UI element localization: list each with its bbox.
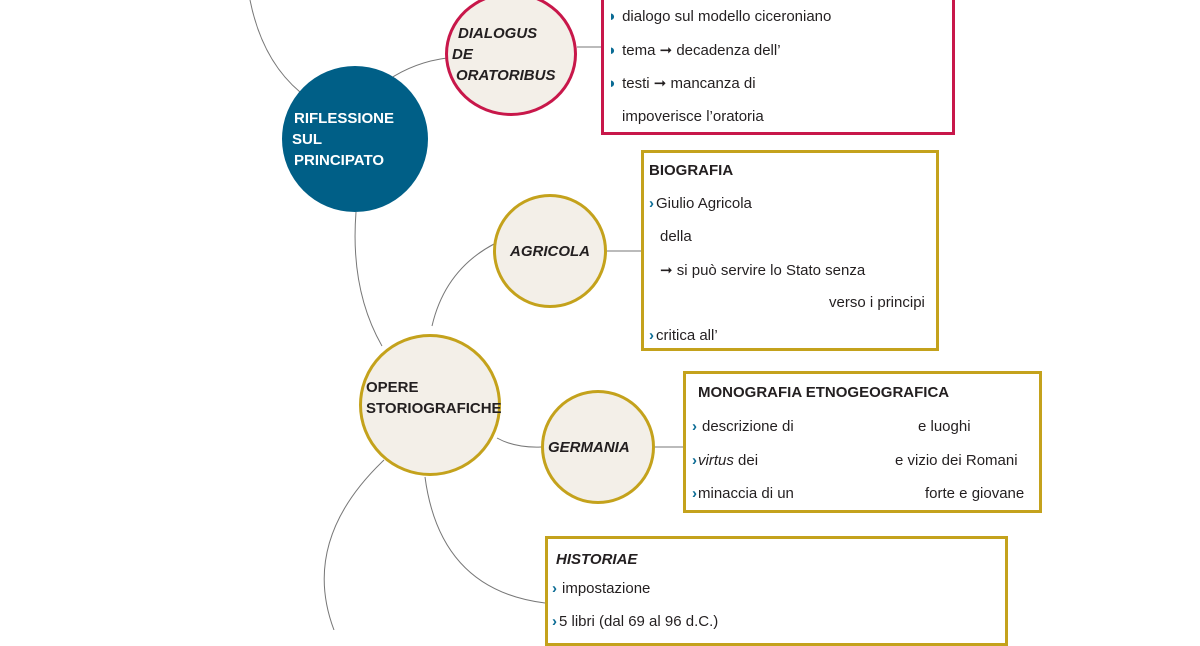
node-agricola[interactable]: AGRICOLA [493,194,607,308]
node-germania[interactable]: GERMANIA [541,390,655,504]
biografia-box: BIOGRAFIA ›Giulio Agricola della ➞ si pu… [641,150,939,351]
dialogus-box: ◗dialogo sul modello ciceroniano ◗tema ➞… [601,0,955,135]
monografia-box: MONOGRAFIA ETNOGEOGRAFICA ›descrizione d… [683,371,1042,513]
